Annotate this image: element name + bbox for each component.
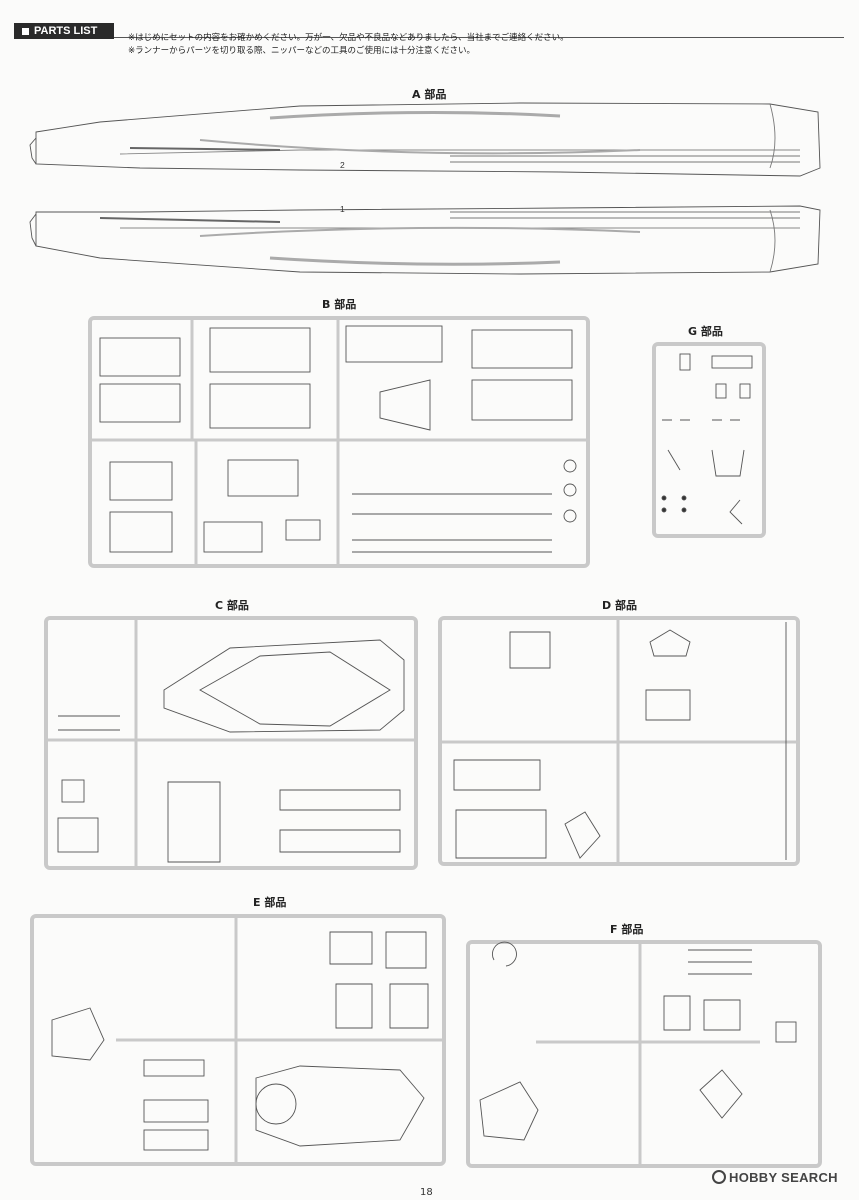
runner-d-parts-drawing xyxy=(440,618,798,864)
page-number: 18 xyxy=(420,1187,433,1198)
section-b-title: B 部品 xyxy=(322,298,357,311)
section-g-title: G 部品 xyxy=(688,325,723,338)
hull-parts-drawing xyxy=(29,102,821,275)
part-label: 2 xyxy=(340,160,345,170)
section-d-title: D 部品 xyxy=(602,599,637,612)
section-f-title: F 部品 xyxy=(610,923,644,936)
part-label: 1 xyxy=(340,204,345,214)
runner-g-parts-drawing xyxy=(661,353,753,525)
note-line-2: ※ランナーからパーツを切り取る際、ニッパーなどの工具のご使用には十分注意ください… xyxy=(128,46,475,56)
section-a-title: A 部品 xyxy=(412,88,447,101)
runner-c xyxy=(44,616,418,870)
square-icon xyxy=(22,27,29,35)
runner-f xyxy=(466,940,822,1168)
runner-g xyxy=(652,342,766,538)
section-e-title: E 部品 xyxy=(253,896,287,909)
parts-list-header: PARTS LIST xyxy=(14,23,114,39)
runner-c-parts-drawing xyxy=(46,618,416,868)
hobby-search-logo-icon xyxy=(712,1170,726,1184)
note-line-1: ※はじめにセットの内容をお確かめください。万が一、欠品や不良品などありましたら、… xyxy=(128,33,569,43)
section-c-title: C 部品 xyxy=(215,599,249,612)
watermark-text: HOBBY SEARCH xyxy=(729,1170,838,1185)
parts-list-title: PARTS LIST xyxy=(34,25,98,37)
watermark: HOBBY SEARCH xyxy=(712,1170,838,1185)
runner-b-parts-drawing xyxy=(90,318,588,566)
header-rule xyxy=(114,37,844,38)
